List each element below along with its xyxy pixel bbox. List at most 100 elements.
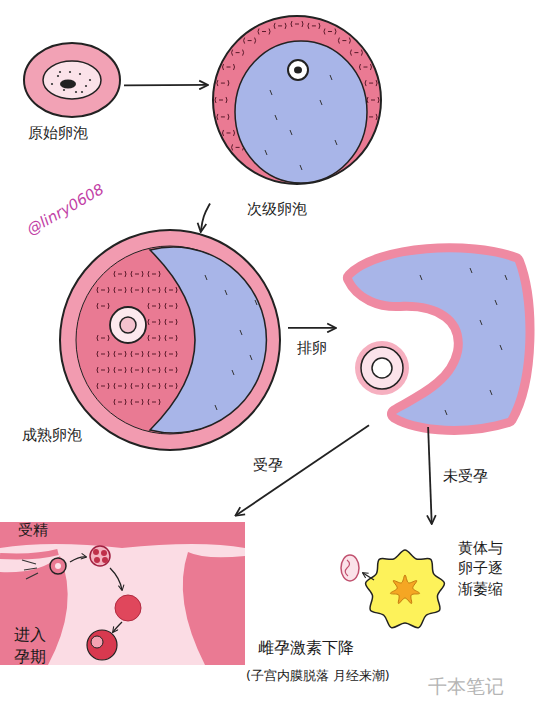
follicular-fluid xyxy=(495,300,497,305)
corpus-luteum xyxy=(341,550,444,628)
cytoplasm-dots xyxy=(51,71,91,93)
granulosa-cells xyxy=(114,287,126,293)
primordial-follicle xyxy=(24,43,120,117)
uterus xyxy=(113,622,122,632)
uterus xyxy=(70,557,86,562)
follicular-fluid xyxy=(275,115,277,120)
follicular-fluid xyxy=(445,410,447,415)
granulosa-cells xyxy=(165,287,177,293)
follicular-fluid xyxy=(500,345,502,350)
cytoplasm-dots xyxy=(79,73,81,75)
uterus xyxy=(94,557,100,563)
uterus xyxy=(90,546,110,566)
uterus xyxy=(101,550,107,556)
granulosa-cells xyxy=(148,287,160,293)
follicular-fluid xyxy=(240,330,242,335)
arrow-connector xyxy=(235,425,369,516)
granulosa-cells xyxy=(131,383,143,389)
granulosa-cells xyxy=(148,399,160,405)
follicular-fluid xyxy=(250,355,252,360)
ovulated-follicle xyxy=(352,252,525,426)
cytoplasm-dots xyxy=(81,91,83,93)
node-label: 进入孕期 xyxy=(14,624,48,667)
granulosa-cells xyxy=(215,97,227,103)
ovulated-follicle-node xyxy=(340,248,530,423)
granulosa-cells xyxy=(114,351,126,357)
node-label: 黄体与卵子逐渐萎缩 xyxy=(458,538,504,599)
edge-label: 排卵 xyxy=(295,339,329,357)
uterus xyxy=(87,630,117,660)
follicular-fluid xyxy=(505,275,507,280)
follicular-fluid xyxy=(205,275,207,280)
mature-follicle xyxy=(150,247,266,433)
node-label: 受精 xyxy=(18,521,48,541)
edge-label: 未受孕 xyxy=(441,467,490,485)
arrow-connector xyxy=(201,203,210,232)
primordial-follicle xyxy=(43,61,101,99)
granulosa-cells xyxy=(367,97,379,103)
mature-follicle xyxy=(110,307,146,343)
granulosa-cells xyxy=(165,351,177,357)
corpus-luteum xyxy=(341,555,359,581)
granulosa-cells xyxy=(97,351,109,357)
granulosa-cells xyxy=(244,38,256,44)
granulosa-cells xyxy=(148,271,160,277)
ovulated-follicle xyxy=(352,252,525,426)
granulosa-cells xyxy=(148,367,160,373)
arrow-connector xyxy=(288,327,336,329)
uterus xyxy=(102,557,108,563)
arrow-connector xyxy=(124,84,208,86)
follicular-fluid xyxy=(330,75,332,80)
follicular-fluid xyxy=(490,390,492,395)
follicular-fluid xyxy=(255,300,257,305)
arrow-connector xyxy=(428,427,432,524)
uterus xyxy=(93,549,99,555)
cytoplasm-dots xyxy=(59,71,61,73)
granulosa-cells xyxy=(97,367,109,373)
secondary-follicle xyxy=(213,16,381,184)
granulosa-cells xyxy=(97,271,177,405)
granulosa-cells xyxy=(131,287,143,293)
granulosa-cells xyxy=(165,319,177,325)
granulosa-cells xyxy=(274,23,286,29)
follicle-node: 次级卵泡 xyxy=(212,14,384,229)
follicle-node: 成熟卵泡 xyxy=(22,236,284,458)
follicular-fluid xyxy=(265,150,267,155)
granulosa-cells xyxy=(324,29,336,35)
granulosa-cells xyxy=(359,64,371,70)
granulosa-cells xyxy=(114,399,126,405)
granulosa-cells xyxy=(217,114,229,120)
uterus xyxy=(0,552,58,557)
mature-follicle xyxy=(120,317,136,333)
cytoplasm-dots xyxy=(69,71,71,73)
follicular-fluid xyxy=(290,130,292,135)
granulosa-cells xyxy=(131,271,143,277)
follicular-fluid xyxy=(470,268,472,273)
follicular-fluid xyxy=(232,370,234,375)
mature-follicle xyxy=(60,230,280,450)
follicular-fluid xyxy=(265,75,337,170)
granulosa-cells xyxy=(114,271,126,277)
cytoplasm-dots xyxy=(89,79,91,81)
ovulated-follicle xyxy=(361,347,403,389)
secondary-follicle xyxy=(294,67,302,74)
corpus-luteum xyxy=(363,573,374,580)
granulosa-cells xyxy=(165,335,177,341)
node-label: 次级卵泡 xyxy=(247,200,307,220)
corpus-luteum xyxy=(345,560,349,576)
cytoplasm-dots xyxy=(85,85,87,87)
follicular-fluid xyxy=(205,275,257,410)
granulosa-cells xyxy=(338,38,350,44)
granulosa-cells xyxy=(308,23,320,29)
edge-label: 受孕 xyxy=(251,456,285,474)
follicle-node: 原始卵泡 xyxy=(20,38,120,148)
granulosa-cells xyxy=(148,335,160,341)
granulosa-cells xyxy=(232,50,244,56)
uterus xyxy=(91,636,103,648)
granulosa-cells xyxy=(114,367,126,373)
secondary-follicle xyxy=(235,41,367,183)
